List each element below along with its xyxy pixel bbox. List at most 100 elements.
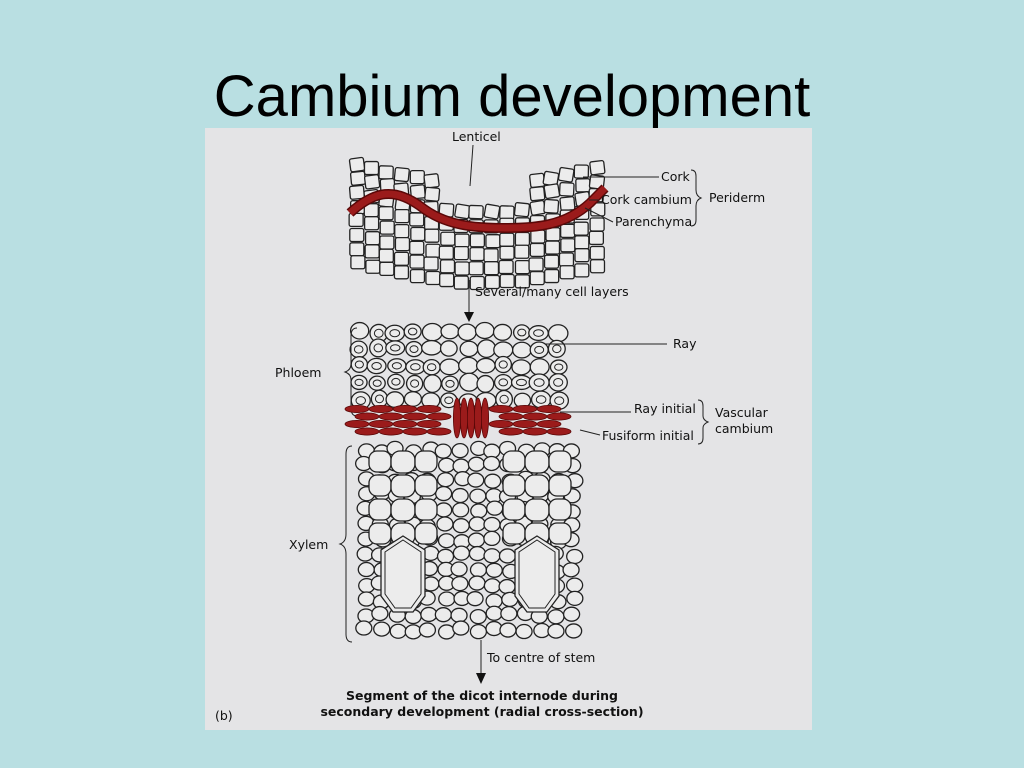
periderm-cell: [394, 209, 410, 224]
fusiform-initial-cell: [498, 412, 524, 421]
xylem-vessel: [524, 450, 550, 474]
periderm-cell: [425, 243, 441, 258]
xylem-cell: [357, 591, 376, 607]
phloem-cell-inner: [445, 379, 455, 388]
periderm-cell: [454, 203, 471, 220]
periderm-cell: [529, 172, 546, 189]
periderm-cell: [394, 236, 411, 252]
periderm-cell: [529, 242, 545, 258]
phloem-cell-inner: [407, 327, 418, 336]
ray-initial-cell: [473, 397, 482, 439]
xylem-vessel: [390, 474, 416, 498]
xylem-vessel: [548, 522, 572, 545]
periderm-cell: [574, 235, 590, 250]
fusiform-initial-cell: [402, 427, 428, 436]
periderm-cell: [499, 273, 515, 289]
phloem-cell-inner: [373, 343, 384, 353]
xylem-vessel: [390, 450, 416, 474]
periderm-cell: [529, 270, 545, 286]
fusiform-initial-cell: [354, 412, 380, 421]
phloem-cell-inner: [552, 344, 562, 354]
xylem-cell: [436, 516, 454, 532]
periderm-cell: [514, 231, 531, 247]
periderm-cell: [409, 254, 425, 269]
periderm-cell: [469, 246, 485, 262]
periderm-cell: [453, 245, 469, 261]
periderm-cell: [513, 202, 531, 218]
xylem-cell: [485, 562, 503, 578]
xylem-cell: [355, 620, 373, 636]
phloem-cell-inner: [355, 396, 366, 405]
periderm-cell: [439, 259, 456, 274]
xylem-cell: [483, 530, 501, 547]
xylem-cell: [450, 561, 468, 577]
fusiform-initial-cell: [344, 419, 370, 428]
periderm-cell: [453, 275, 469, 290]
xylem-cell: [356, 546, 374, 562]
xylem-cell: [566, 590, 584, 607]
phloem-cell-inner: [533, 378, 545, 387]
periderm-cell: [574, 263, 590, 278]
periderm-cell: [363, 174, 381, 190]
periderm-cell: [349, 227, 365, 243]
xylem-cell: [547, 623, 565, 639]
periderm-cell: [393, 265, 410, 280]
phloem-cell-inner: [409, 345, 419, 353]
phloem-cell-inner: [517, 328, 527, 337]
xylem-cell: [515, 623, 533, 640]
xylem-cell: [437, 533, 456, 549]
periderm-cell: [393, 251, 410, 266]
periderm-cell: [573, 221, 589, 236]
periderm-cell: [349, 242, 365, 257]
arrow-head-1: [464, 312, 474, 322]
periderm-cell: [543, 198, 560, 214]
fusiform-initial-cell: [536, 419, 562, 428]
xylem-cell: [434, 443, 452, 459]
xylem-vessel: [368, 498, 392, 521]
xylem-vessel: [524, 498, 550, 522]
periderm-cell: [575, 178, 591, 193]
phloem-cell: [349, 321, 370, 340]
phloem-cell-inner: [410, 363, 421, 371]
xylem-cell: [469, 608, 487, 625]
periderm-cell: [530, 229, 546, 244]
xylem-cell: [452, 545, 471, 561]
xylem-cell: [468, 545, 487, 562]
phloem-cell: [474, 321, 495, 340]
periderm-cell: [560, 223, 576, 239]
phloem-cell-inner: [391, 362, 402, 370]
label-fusiform-initial: Fusiform initial: [602, 428, 694, 443]
periderm-cell: [409, 240, 425, 256]
periderm-cell: [365, 259, 381, 274]
xylem-cells: [354, 440, 584, 640]
periderm-cell: [410, 226, 426, 242]
phloem-cell-inner: [374, 394, 385, 404]
periderm-cell: [544, 240, 561, 255]
xylem-cell: [436, 472, 455, 488]
xylem-cell: [357, 561, 375, 578]
periderm-cell: [350, 255, 366, 270]
fusiform-initial-cell: [546, 412, 572, 421]
phloem-cell-inner: [533, 329, 544, 337]
periderm-cell: [589, 245, 605, 261]
xylem-vessel: [390, 498, 416, 522]
xylem-cell: [436, 548, 455, 564]
xylem-cell: [404, 624, 422, 640]
vascular-cambium-brace: [697, 399, 710, 445]
xylem-cell: [500, 605, 518, 622]
periderm-cell: [589, 217, 605, 232]
xylem-brace: [338, 445, 353, 643]
xylem-vessel: [502, 450, 526, 473]
label-lenticel: Lenticel: [452, 129, 501, 144]
periderm-cell: [379, 235, 395, 250]
periderm-cell: [438, 245, 454, 260]
periderm-cell: [483, 203, 501, 220]
xylem-cell: [562, 562, 580, 578]
xylem-cell: [434, 607, 452, 623]
periderm-cell: [468, 204, 484, 220]
periderm-cell: [424, 186, 441, 202]
periderm-cell: [393, 166, 410, 183]
xylem-cell: [420, 606, 438, 623]
phloem-cell: [457, 323, 477, 342]
xylem-vessel: [548, 498, 572, 521]
